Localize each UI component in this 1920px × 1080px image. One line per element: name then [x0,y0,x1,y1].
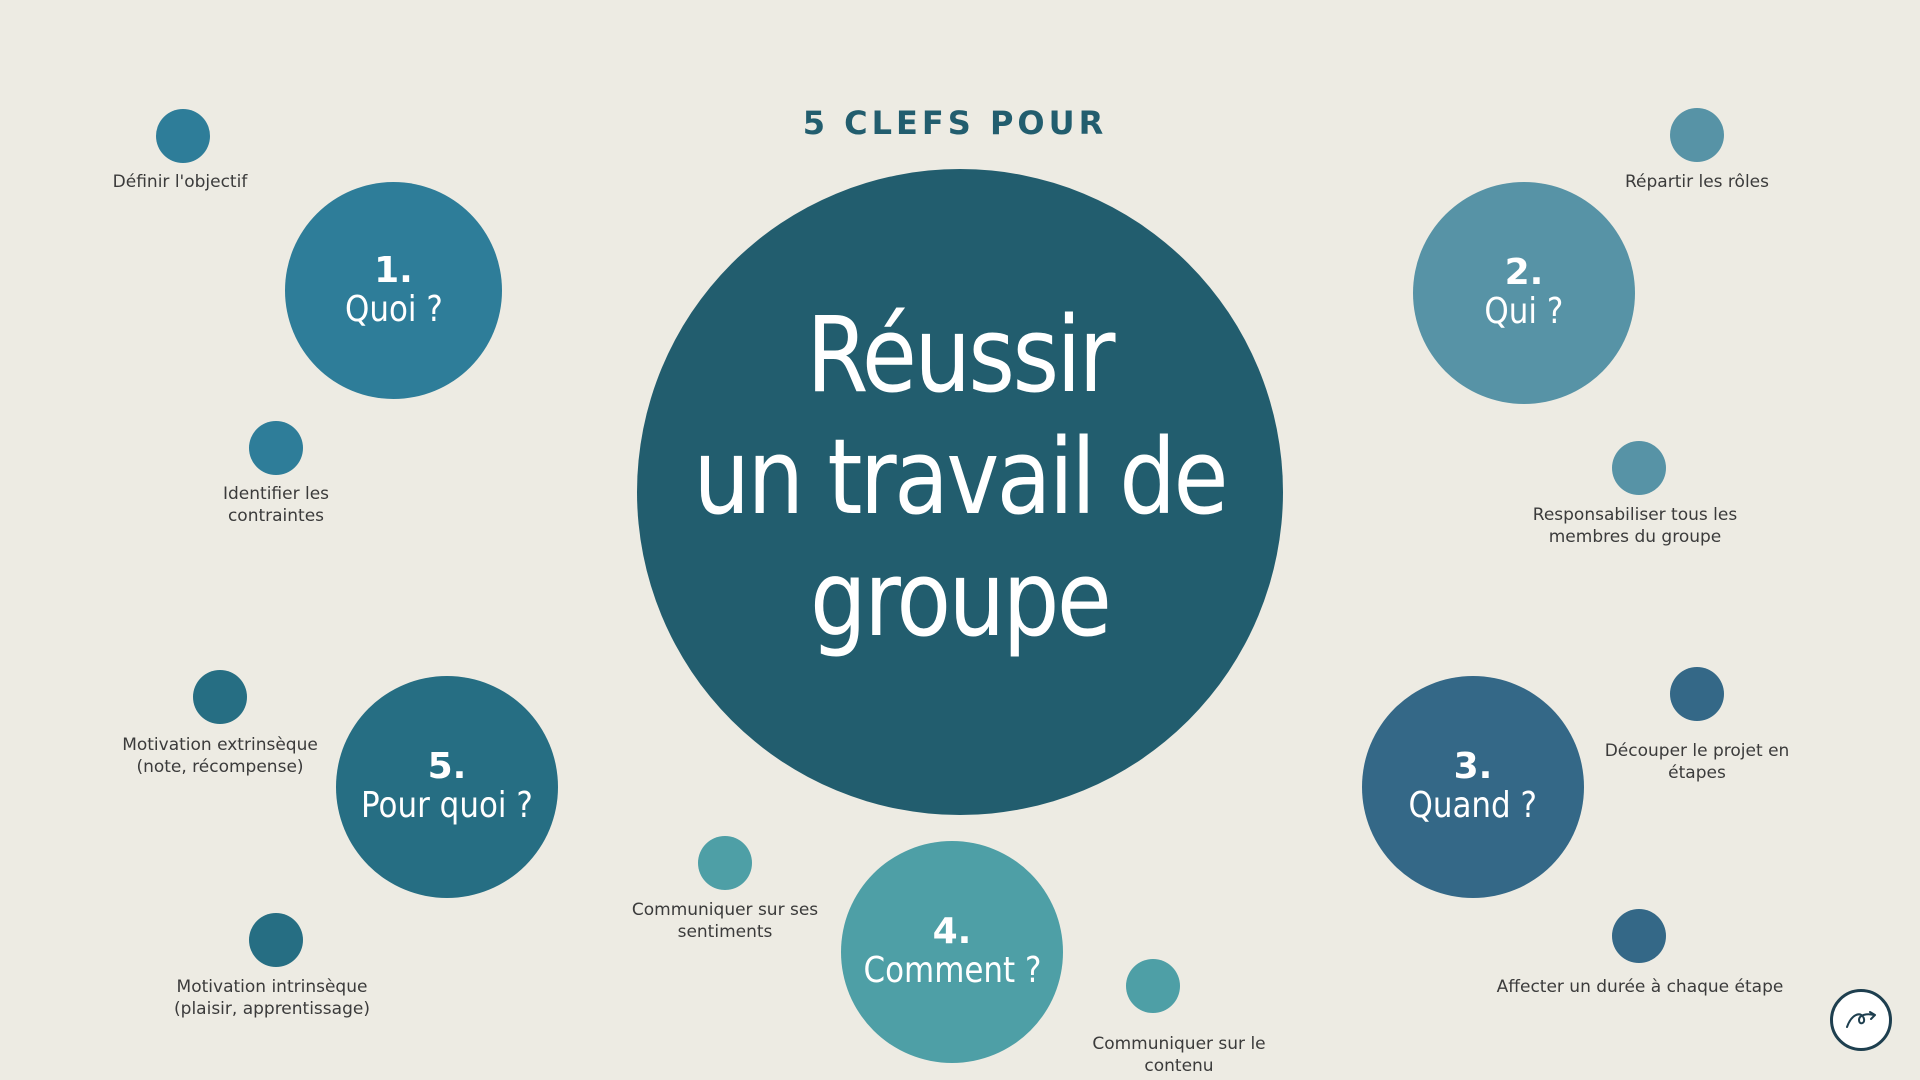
bullet-dot [156,109,210,163]
bullet-dot [698,836,752,890]
main-circle: Réussir un travail de groupe [637,169,1283,815]
key-question: Qui ? [1484,291,1564,332]
key-2-item-1: Répartir les rôles [1625,172,1769,192]
key-question: Comment ? [863,950,1041,991]
bullet-dot [1612,441,1666,495]
key-number: 5. [427,746,467,787]
main-title-line-3: groupe [810,538,1112,660]
bullet-dot [1612,909,1666,963]
key-1-item-2: Identifier les contraintes [222,484,330,526]
main-title: Réussir un travail de groupe [693,294,1229,660]
bullet-dot [1126,959,1180,1013]
key-circle-qui: 2. Qui ? [1413,182,1635,404]
bullet-dot [1670,667,1724,721]
key-5-item-2: Motivation intrinsèque (plaisir, apprent… [174,977,370,1019]
key-number: 2. [1504,252,1544,293]
curved-arrow-icon [1846,1011,1876,1028]
key-circle-comment: 4. Comment ? [841,841,1063,1063]
key-3-item-2: Affecter un durée à chaque étape [1496,977,1784,997]
heading: 5 CLEFS POUR [802,104,1108,142]
next-button[interactable] [1830,989,1892,1051]
key-question: Quand ? [1408,785,1538,826]
bullet-dot [249,421,303,475]
key-question: Quoi ? [344,288,443,330]
key-1-item-1: Définir l'objectif [112,172,248,192]
bullet-dot [1670,108,1724,162]
key-circle-quoi: 1. Quoi ? [285,182,502,399]
bullet-dot [249,913,303,967]
key-number: 1. [374,249,413,291]
key-number: 3. [1453,746,1493,787]
key-circle-pour-quoi: 5. Pour quoi ? [336,676,558,898]
key-3-item-1: Découper le projet en étapes [1604,741,1790,783]
main-title-line-1: Réussir [806,294,1116,416]
key-circle-quand: 3. Quand ? [1362,676,1584,898]
key-4-item-2: Communiquer sur le contenu [1092,1034,1266,1076]
main-title-line-2: un travail de [693,416,1229,538]
key-5-item-1: Motivation extrinsèque (note, récompense… [122,735,318,777]
key-4-item-1: Communiquer sur ses sentiments [631,900,819,942]
key-2-item-2: Responsabiliser tous les membres du grou… [1532,505,1738,547]
bullet-dot [193,670,247,724]
key-question: Pour quoi ? [361,785,533,826]
key-number: 4. [932,911,972,952]
